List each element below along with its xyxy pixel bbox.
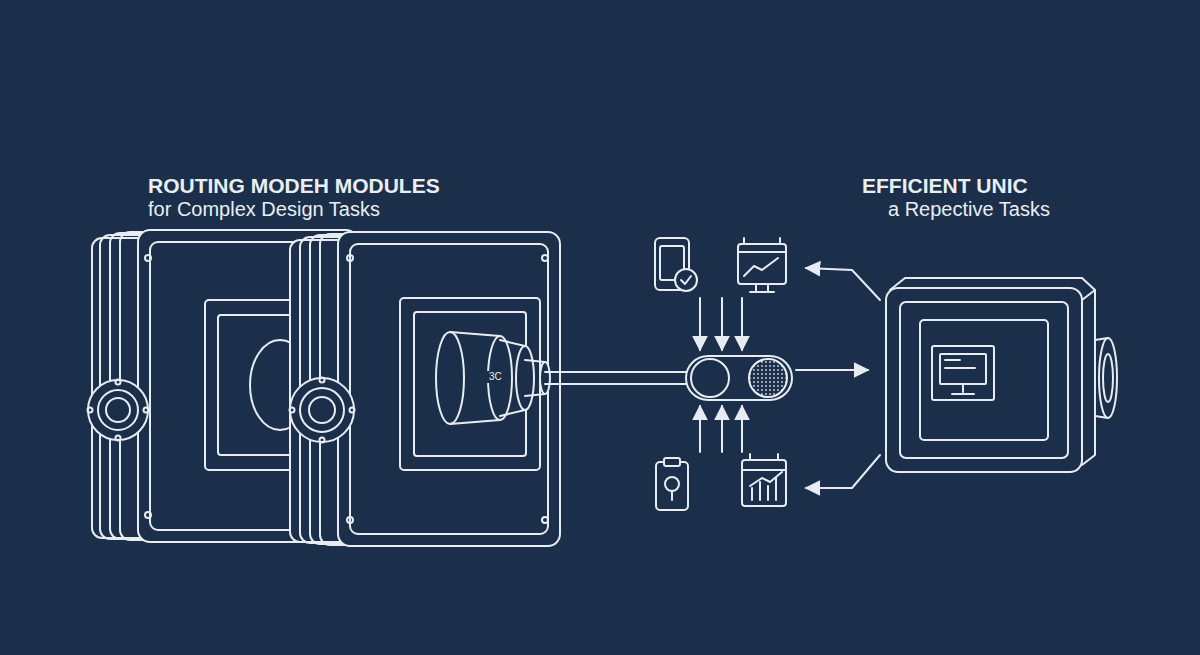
clipboard-icon bbox=[656, 458, 688, 510]
calendar-chart-icon bbox=[742, 454, 786, 506]
heading: ROUTING MODEH MODULES bbox=[148, 174, 440, 198]
module-middle bbox=[290, 232, 691, 546]
phone-icon bbox=[655, 238, 697, 291]
subheading: for Complex Design Tasks bbox=[148, 198, 380, 221]
toggle-switch bbox=[686, 356, 792, 400]
chart-icon bbox=[738, 238, 786, 292]
unit-right bbox=[886, 278, 1117, 472]
subheading: a Repective Tasks bbox=[888, 198, 1050, 221]
part-marking: 3C bbox=[487, 371, 504, 383]
heading: EFFICIENT UNIC bbox=[862, 174, 1028, 198]
module-left bbox=[88, 230, 359, 542]
arrows bbox=[700, 268, 880, 488]
